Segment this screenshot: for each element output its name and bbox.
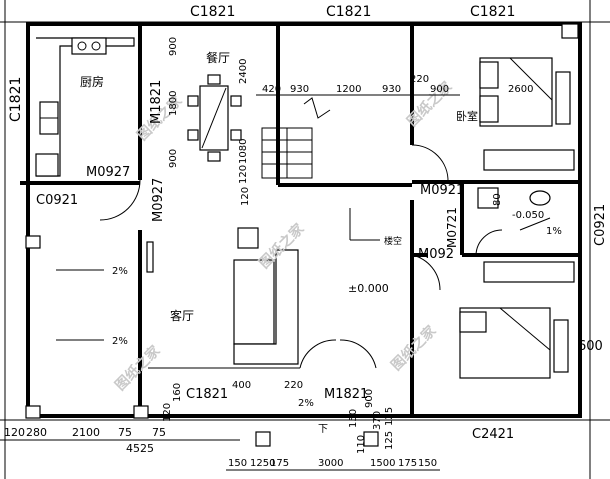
door-label: M0921	[420, 183, 464, 198]
level-mark: -0.050	[512, 210, 544, 221]
slope-mark: 2%	[112, 336, 128, 347]
window-label: C1821	[186, 387, 228, 402]
dimension: 900	[168, 37, 179, 56]
dimension: 125	[384, 431, 395, 450]
dimension: 80	[492, 193, 503, 206]
slope-mark: 2%	[298, 398, 314, 409]
door-label: M1821	[324, 387, 368, 402]
door-label: M0927	[151, 178, 166, 222]
dimension: 900	[430, 84, 449, 95]
dimension: 220	[410, 74, 429, 85]
dimension: 930	[382, 84, 401, 95]
dimension: 160	[172, 383, 183, 402]
interior-walls	[28, 24, 580, 416]
dimension: 4525	[126, 442, 154, 455]
window-label: C0921	[36, 193, 78, 208]
dimension: 1080	[238, 139, 249, 164]
dimension: 370	[372, 411, 383, 430]
level-mark: 1%	[546, 226, 562, 237]
dining-table-icon	[187, 74, 242, 162]
door-label: M092	[418, 247, 454, 262]
dimension: 400	[232, 380, 251, 391]
dimension: 1500	[370, 458, 395, 469]
dimension: 1250	[250, 458, 275, 469]
dimension: 600	[578, 339, 603, 354]
dimension: 150	[418, 458, 437, 469]
dimension: 900	[168, 149, 179, 168]
tv-icon	[146, 241, 154, 273]
stairs	[261, 97, 380, 241]
bed-bottom-icon	[459, 261, 575, 379]
dimension: 120	[238, 165, 249, 184]
door-label: M0927	[86, 165, 130, 180]
stove-icon	[71, 37, 107, 55]
room-label-living: 客厅	[170, 308, 194, 323]
dimension: 3000	[318, 458, 343, 469]
level-mark: ±0.000	[348, 282, 389, 295]
bathroom-fixtures	[477, 187, 551, 231]
dimension: 175	[270, 458, 289, 469]
dimension: 120	[4, 426, 25, 439]
window-label: C2421	[472, 427, 514, 442]
door-swings	[99, 144, 503, 369]
sofa-icon	[146, 227, 299, 365]
window-label: C1821	[326, 4, 371, 20]
dimension: 125	[384, 407, 395, 426]
dimension: 220	[284, 380, 303, 391]
dimension: 75	[118, 426, 132, 439]
room-label-kitchen: 厨房	[80, 74, 104, 89]
dimension: 2600	[508, 84, 533, 95]
dimension: 2400	[238, 59, 249, 84]
dimension: 175	[398, 458, 417, 469]
dimension: 1800	[168, 91, 179, 116]
fridge-icon	[35, 153, 59, 177]
dimension: 120	[240, 187, 251, 206]
dimension: 1200	[336, 84, 361, 95]
slope-mark: 2%	[112, 266, 128, 277]
bed-top-icon	[479, 57, 575, 171]
kitchen-fixtures	[35, 37, 135, 177]
window-label: C1821	[470, 4, 515, 20]
window-label: C0921	[593, 204, 608, 246]
door-label: M1821	[149, 80, 164, 124]
basin-icon	[477, 187, 499, 209]
toilet-icon	[529, 190, 551, 206]
dimension: 110	[356, 435, 367, 454]
dimension: 120	[162, 403, 173, 422]
dimension: 280	[26, 426, 47, 439]
dimension: 150	[228, 458, 247, 469]
dimension: 900	[364, 389, 375, 408]
dimension: 420	[262, 84, 281, 95]
dimension: 75	[152, 426, 166, 439]
label-stairwell: 楼空	[384, 235, 402, 247]
door-label: M0721	[445, 207, 459, 248]
dimension: 150	[348, 409, 359, 428]
window-label: C1821	[190, 4, 235, 20]
room-label-dining: 餐厅	[206, 50, 230, 65]
columns	[25, 23, 579, 447]
window-label: C1821	[8, 77, 24, 122]
room-label-bedroom: 卧室	[456, 109, 478, 123]
dimension: 930	[290, 84, 309, 95]
dimension: 2100	[72, 426, 100, 439]
stairs-down-mark: 下	[318, 424, 328, 435]
